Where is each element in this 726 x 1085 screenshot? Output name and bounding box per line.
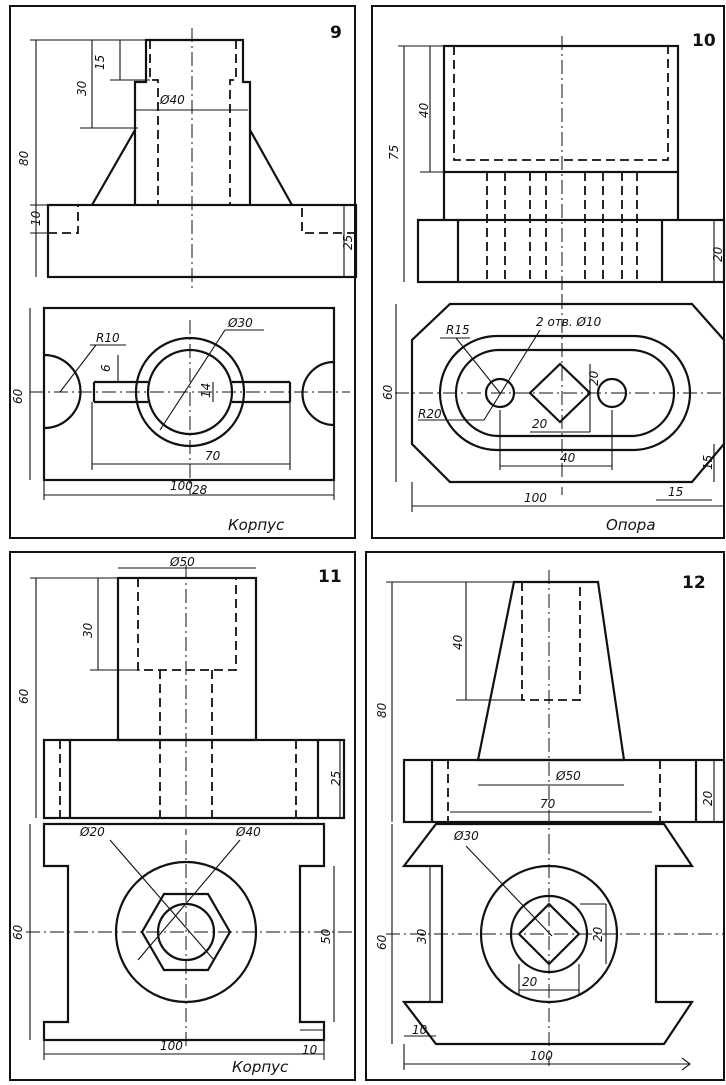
- panel-11-front-view: [30, 565, 346, 835]
- panel-10-dim-r15: R15: [446, 323, 470, 337]
- panel-10-dim-h15: 15: [701, 455, 715, 470]
- panel-11-dim-d40: Ø40: [235, 825, 261, 839]
- panel-11-top-view: [26, 822, 352, 1060]
- panel-12-dim-s20a: 20: [522, 975, 538, 989]
- panel-12-dim-w10: 10: [412, 1023, 428, 1037]
- panel-12-dim-h20: 20: [701, 790, 715, 806]
- panel-9-dim-d30: Ø30: [227, 316, 253, 330]
- panel-11-number: 11: [318, 567, 342, 587]
- panel-10-dim-h40: 40: [417, 102, 431, 118]
- panel-10-dim-h20: 20: [711, 246, 725, 262]
- panel-11-dim-w10: 10: [302, 1043, 318, 1057]
- panel-12-dim-h30: 30: [415, 928, 429, 944]
- panel-9-dim-h10: 10: [29, 210, 43, 226]
- panel-10: 10 40 75 20: [371, 5, 726, 539]
- panel-9-dim-w100: 100: [170, 479, 193, 493]
- panel-11-dim-h60: 60: [17, 688, 31, 704]
- panel-9-dim-h60: 60: [11, 388, 25, 404]
- panel-9-dim-h30: 30: [75, 80, 89, 96]
- panel-10-dim-h75: 75: [387, 145, 401, 160]
- panel-9-frame: [9, 5, 356, 539]
- panel-9: 9 15 30 Ø40 80 10 25: [9, 5, 358, 539]
- panel-11: 11 Ø50 30 60 25: [9, 551, 356, 1081]
- panel-12-front-view: [386, 570, 726, 840]
- panel-10-dim-s20b: 20: [587, 370, 601, 386]
- panel-10-dim-w40: 40: [560, 451, 576, 465]
- panel-11-frame: [9, 551, 356, 1081]
- panel-10-top-view: [395, 295, 726, 512]
- panel-12-dim-h60: 60: [375, 934, 389, 950]
- panel-9-caption: Корпус: [228, 516, 285, 534]
- panel-9-dim-h80: 80: [17, 150, 31, 166]
- panel-11-dim-d20: Ø20: [79, 825, 105, 839]
- panel-11-dim-h25: 25: [329, 771, 343, 786]
- panel-10-dim-w100: 100: [524, 491, 547, 505]
- panel-12-dim-h40: 40: [451, 634, 465, 650]
- panel-12-dim-w70: 70: [540, 797, 556, 811]
- panel-9-dim-h25: 25: [341, 235, 355, 250]
- panel-9-dim-w14: 14: [199, 383, 213, 398]
- panel-9-dim-w70: 70: [205, 449, 221, 463]
- panel-11-dim-h60b: 60: [11, 924, 25, 940]
- panel-10-caption: Опора: [606, 516, 656, 534]
- panel-10-dim-holes: 2 отв. Ø10: [536, 315, 602, 329]
- panel-9-number: 9: [330, 23, 342, 43]
- panel-12-dim-d30: Ø30: [453, 829, 479, 843]
- panel-9-dim-r10: R10: [96, 331, 120, 345]
- panel-11-dim-d50: Ø50: [169, 555, 195, 569]
- panel-12-dim-d50: Ø50: [555, 769, 581, 783]
- panel-12-dim-h80: 80: [375, 702, 389, 718]
- panel-10-dim-w15: 15: [668, 485, 683, 499]
- panel-10-dim-h60: 60: [381, 384, 395, 400]
- panel-10-front-view: [398, 36, 726, 295]
- panel-9-dim-w6: 6: [99, 364, 113, 372]
- panel-12: 12 40 80 Ø50 20: [365, 551, 726, 1081]
- panel-12-dim-s20b: 20: [591, 926, 605, 942]
- panel-12-top-view: [386, 811, 724, 1071]
- panel-12-dim-w100: 100: [530, 1049, 553, 1063]
- panel-11-dim-h50: 50: [319, 928, 333, 944]
- panel-11-caption: Корпус: [232, 1058, 289, 1076]
- panel-10-dim-r20: R20: [418, 407, 442, 421]
- panel-10-number: 10: [692, 31, 716, 51]
- panel-9-dim-tick: 28: [192, 483, 208, 497]
- panel-9-front-view: [30, 28, 358, 290]
- panel-10-dim-s20a: 20: [532, 417, 548, 431]
- panel-9-dim-h15: 15: [93, 55, 107, 70]
- panel-11-dim-h30: 30: [81, 622, 95, 638]
- panel-9-top-view: [29, 306, 350, 500]
- panel-9-dim-d40: Ø40: [159, 93, 185, 107]
- panel-11-dim-w100: 100: [160, 1039, 183, 1053]
- panel-12-number: 12: [682, 573, 706, 593]
